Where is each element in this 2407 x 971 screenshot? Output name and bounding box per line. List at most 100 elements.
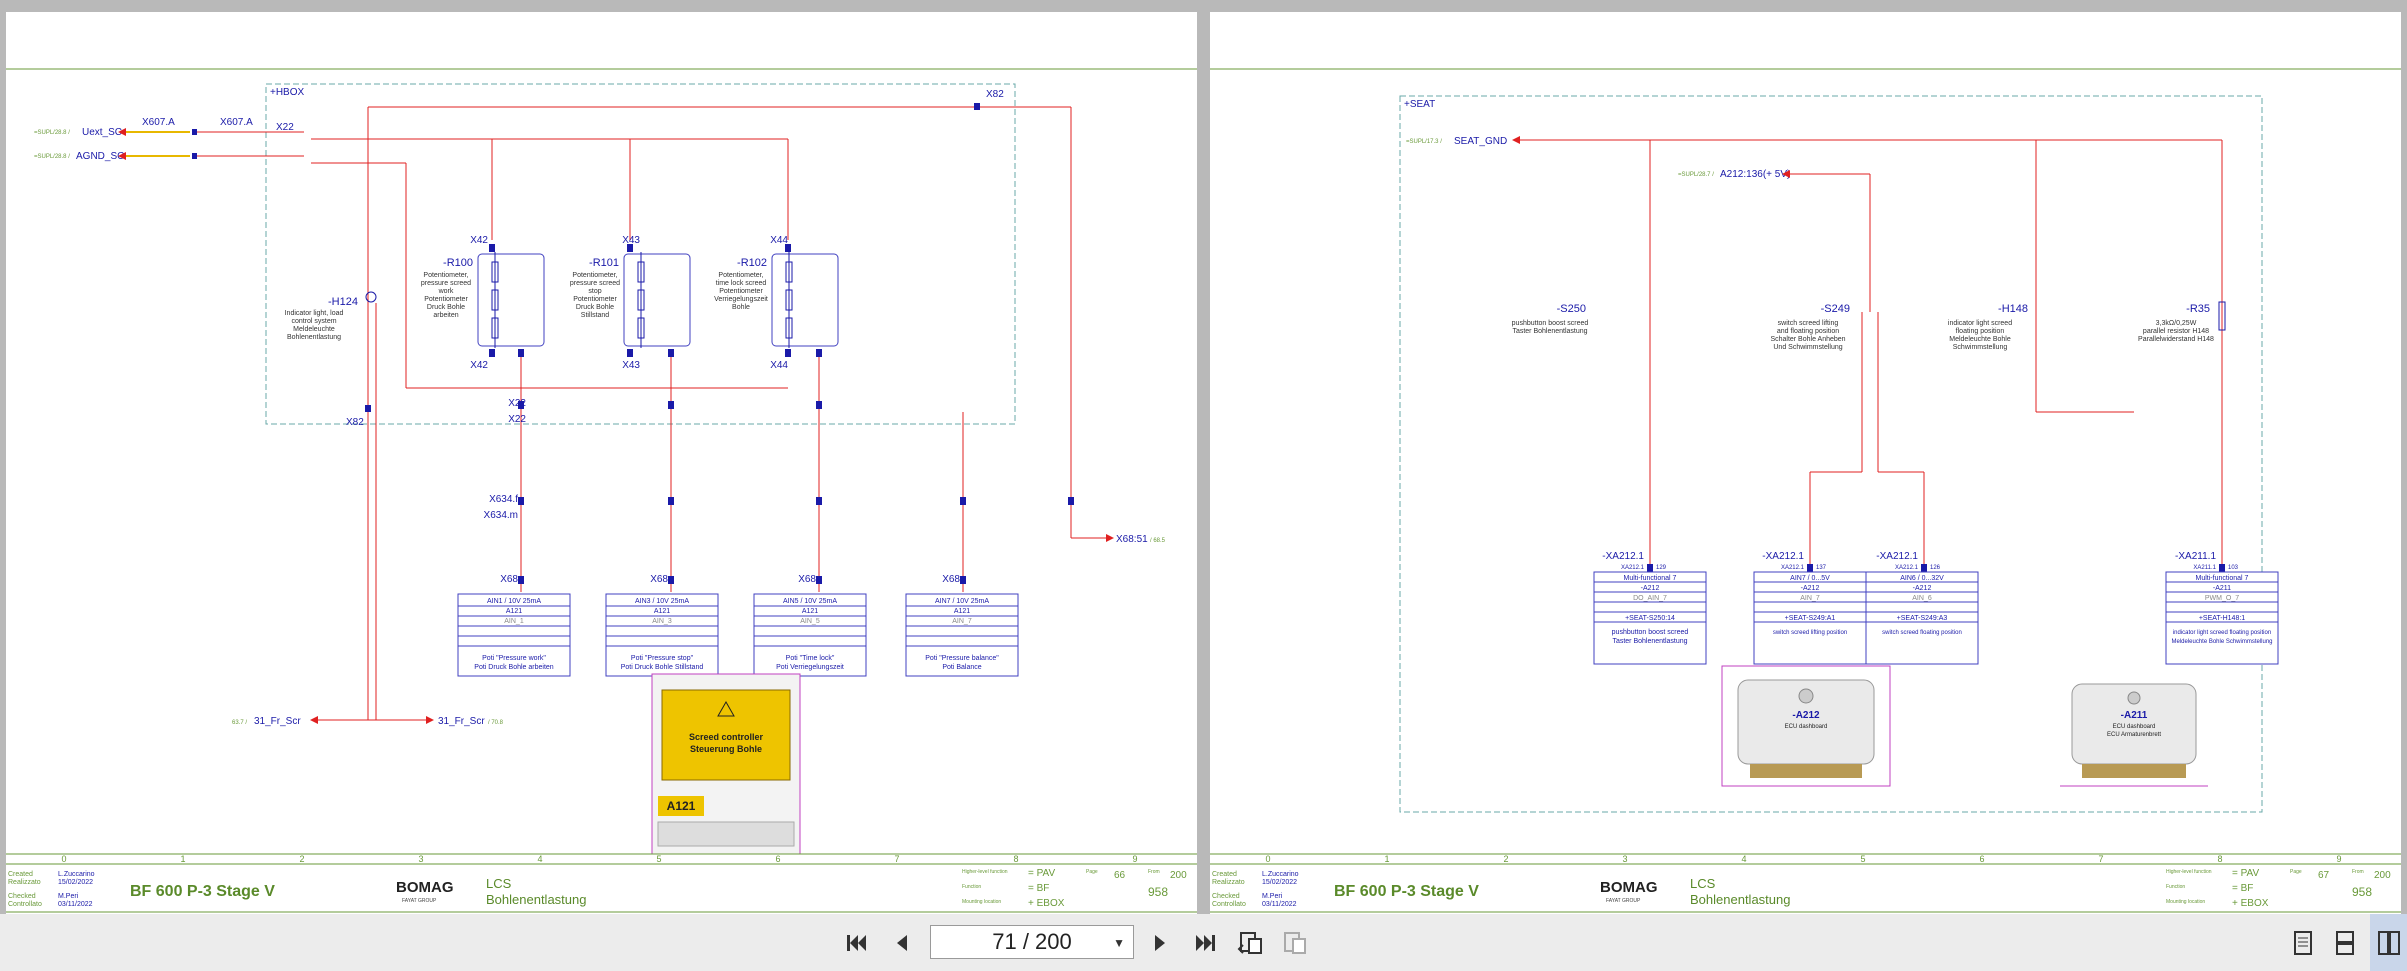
svg-text:-A212: -A212 [1641, 585, 1660, 592]
last-page-button[interactable] [1188, 914, 1222, 971]
xa211-module-h148: -XA211.1 XA211.1 103 Multi-functional 7 … [2165, 551, 2279, 665]
next-page-button[interactable] [1146, 914, 1176, 971]
svg-text:8: 8 [2217, 854, 2222, 864]
svg-text:L.Zuccarino: L.Zuccarino [58, 871, 95, 878]
h148-tag: -H148 [1998, 303, 2028, 315]
svg-text:= BF: = BF [2232, 883, 2253, 894]
svg-text:A121: A121 [506, 608, 522, 615]
svg-text:7: 7 [2098, 854, 2103, 864]
svg-text:X42: X42 [470, 235, 488, 246]
machine-title: BF 600 P-3 Stage V [130, 883, 275, 900]
svg-text:Stillstand: Stillstand [581, 312, 610, 319]
svg-text:9: 9 [2336, 854, 2341, 864]
svg-text:AIN3 / 10V 25mA: AIN3 / 10V 25mA [635, 598, 689, 605]
svg-text:03/11/2022: 03/11/2022 [1262, 901, 1297, 908]
svg-text:A121: A121 [802, 608, 818, 615]
svg-text:129: 129 [1656, 565, 1667, 571]
svg-text:-XA212.1: -XA212.1 [1762, 551, 1804, 562]
x68-module-2: X68 AIN3 / 10V 25mA A121 AIN_3 Poti "Pre… [605, 574, 719, 677]
svg-text:floating position: floating position [1956, 328, 2005, 335]
page-indicator-select[interactable]: 71 / 200 ▼ [930, 925, 1134, 959]
svg-text:X68: X68 [500, 574, 518, 585]
svg-text:Schwimmstellung: Schwimmstellung [1953, 344, 2008, 351]
single-page-view-button[interactable] [2286, 914, 2320, 971]
svg-text:Poti "Time lock": Poti "Time lock" [786, 655, 835, 662]
svg-text:Druck Bohle: Druck Bohle [427, 304, 465, 311]
svg-text:A121: A121 [654, 608, 670, 615]
h124-tag: -H124 [328, 296, 358, 308]
svg-text:/ 68.5: / 68.5 [1150, 538, 1166, 544]
chevron-down-icon: ▼ [1113, 936, 1125, 950]
svg-text:3: 3 [1622, 854, 1627, 864]
svg-text:Mounting location: Mounting location [962, 899, 1001, 905]
svg-text:Mounting location: Mounting location [2166, 899, 2205, 905]
svg-text:Potentiometer: Potentiometer [424, 296, 468, 303]
svg-text:pushbutton boost screed: pushbutton boost screed [1512, 320, 1589, 327]
svg-text:BF 600 P-3 Stage V: BF 600 P-3 Stage V [1334, 883, 1479, 900]
svg-text:+SEAT-H148:1: +SEAT-H148:1 [2199, 615, 2245, 622]
svg-text:6: 6 [1979, 854, 1984, 864]
svg-text:pressure screed: pressure screed [570, 280, 620, 287]
svg-text:FAYAT GROUP: FAYAT GROUP [402, 898, 437, 904]
svg-text:pushbutton boost screed: pushbutton boost screed [1612, 629, 1689, 636]
svg-text:=SUPL/17.3 /: =SUPL/17.3 / [1406, 139, 1442, 145]
hbox-label: +HBOX [270, 87, 305, 98]
svg-text:-A212: -A212 [1801, 585, 1820, 592]
svg-text:-XA212.1: -XA212.1 [1602, 551, 1644, 562]
svg-text:indicator light screed floatin: indicator light screed floating position [2173, 630, 2271, 636]
svg-text:AIN5 / 10V 25mA: AIN5 / 10V 25mA [783, 598, 837, 605]
svg-text:time lock screed: time lock screed [716, 280, 767, 287]
svg-text:Screed controller: Screed controller [689, 732, 764, 742]
next-page-icon [1155, 934, 1165, 951]
svg-text:AIN7 / 0...5V: AIN7 / 0...5V [1790, 575, 1830, 582]
svg-text:958: 958 [1148, 885, 1168, 899]
fit-button[interactable] [1278, 914, 1312, 971]
svg-text:AIN_1: AIN_1 [504, 618, 524, 625]
svg-text:Poti "Pressure work": Poti "Pressure work" [482, 655, 546, 662]
svg-text:63.7 /: 63.7 / [232, 720, 247, 726]
first-page-button[interactable] [842, 914, 872, 971]
svg-text:958: 958 [2352, 885, 2372, 899]
svg-text:Schalter Bohle Anheben: Schalter Bohle Anheben [1770, 336, 1845, 343]
svg-text:L.Zuccarino: L.Zuccarino [1262, 871, 1299, 878]
svg-text:X22: X22 [508, 414, 526, 425]
svg-text:FAYAT GROUP: FAYAT GROUP [1606, 898, 1641, 904]
last-page-icon [1196, 934, 1215, 951]
svg-text:Verriegelungszeit: Verriegelungszeit [714, 296, 768, 303]
xa212-module-s250: -XA212.1 XA212.1 129 Multi-functional 7 … [1593, 551, 1707, 665]
page-number: 66 [1114, 870, 1126, 881]
svg-text:Steuerung Bohle: Steuerung Bohle [690, 744, 762, 754]
svg-text:From: From [1148, 869, 1160, 875]
svg-text:Checked: Checked [1212, 893, 1240, 900]
svg-text:Controllato: Controllato [1212, 901, 1246, 908]
svg-text:X68: X68 [650, 574, 668, 585]
svg-text:X43: X43 [622, 360, 640, 371]
two-page-view-button[interactable] [2370, 914, 2407, 971]
seat-frame [1399, 95, 2263, 813]
x68-module-1: X68 AIN1 / 10V 25mA A121 AIN_1 Poti "Pre… [457, 574, 571, 677]
bomag-logo-right: BOMAG [1600, 879, 1658, 896]
svg-text:Und Schwimmstellung: Und Schwimmstellung [1773, 344, 1842, 351]
continuous-view-button[interactable] [2328, 914, 2362, 971]
svg-text:M.Peri: M.Peri [1262, 893, 1283, 900]
svg-text:5: 5 [656, 854, 661, 864]
svg-text:-R102: -R102 [737, 257, 767, 269]
svg-text:+SEAT-S249:A3: +SEAT-S249:A3 [1897, 615, 1948, 622]
svg-text:137: 137 [1816, 565, 1827, 571]
a121-screed-controller: Screed controller Steuerung Bohle A121 [651, 673, 801, 855]
svg-text:1: 1 [180, 854, 185, 864]
previous-page-button[interactable] [886, 914, 916, 971]
a212-supply: A212:136(+ 5V) [1720, 169, 1790, 180]
svg-text:X43: X43 [622, 235, 640, 246]
svg-text:Function: Function [962, 884, 981, 890]
svg-text:Created: Created [8, 871, 33, 878]
svg-text:Meldeleuchte: Meldeleuchte [293, 326, 335, 333]
x68-51: X68:51 [1116, 534, 1148, 545]
agnd-sc: AGND_SC [76, 151, 124, 162]
svg-text:15/02/2022: 15/02/2022 [58, 879, 93, 886]
x68-module-3: X68 AIN5 / 10V 25mA A121 AIN_5 Poti "Tim… [753, 574, 867, 677]
first-page-icon [847, 934, 866, 951]
rotate-button[interactable] [1234, 914, 1268, 971]
svg-text:AIN_5: AIN_5 [800, 618, 820, 625]
svg-text:Multi-functional 7: Multi-functional 7 [2196, 575, 2249, 582]
